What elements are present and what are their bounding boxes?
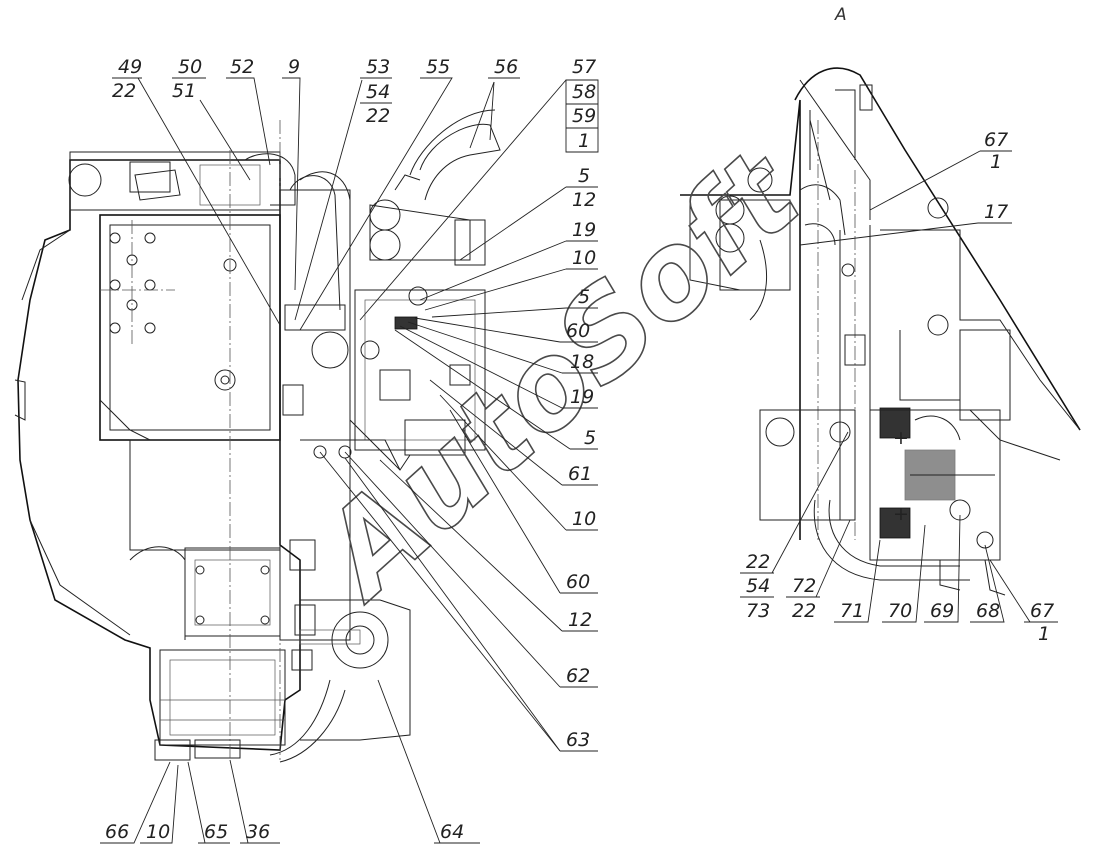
svg-text:71: 71 — [840, 600, 864, 622]
svg-text:62: 62 — [566, 665, 590, 687]
callout-36: 36 — [229, 759, 280, 844]
svg-text:51: 51 — [172, 80, 196, 102]
housing-outline — [17, 159, 301, 751]
svg-text:10: 10 — [572, 247, 596, 269]
svg-text:59: 59 — [572, 105, 596, 127]
svg-text:22: 22 — [112, 80, 136, 102]
svg-text:52: 52 — [230, 56, 254, 78]
callout-55: 55 — [299, 56, 453, 331]
callout-52: 52 — [226, 56, 271, 166]
callout-63: 63 — [319, 451, 598, 752]
bolt-pattern — [109, 232, 237, 391]
svg-text:54: 54 — [746, 575, 770, 597]
svg-text:10: 10 — [572, 508, 596, 530]
svg-text:56: 56 — [494, 56, 518, 78]
callout-64: 64 — [377, 679, 480, 844]
callout-49-22: 49 22 — [112, 56, 281, 326]
svg-text:1: 1 — [578, 130, 590, 152]
svg-text:49: 49 — [118, 56, 142, 78]
svg-text:22: 22 — [366, 105, 390, 127]
svg-text:67: 67 — [984, 129, 1008, 151]
svg-text:19: 19 — [572, 219, 596, 241]
svg-text:64: 64 — [440, 821, 464, 843]
svg-text:66: 66 — [105, 821, 129, 843]
svg-text:58: 58 — [572, 81, 596, 103]
callout-10-b: 10 — [439, 394, 598, 531]
callout-67-1-top: 67 1 — [869, 129, 1012, 211]
svg-text:72: 72 — [792, 575, 816, 597]
svg-text:55: 55 — [426, 56, 450, 78]
callout-19-b: 19 — [399, 325, 598, 409]
callout-19-a: 19 — [419, 219, 598, 301]
svg-text:19: 19 — [570, 386, 594, 408]
svg-text:53: 53 — [366, 56, 390, 78]
svg-text:60: 60 — [566, 571, 590, 593]
svg-text:1: 1 — [1038, 623, 1050, 645]
callout-66: 66 — [100, 761, 171, 844]
callout-50-51: 50 51 — [172, 56, 251, 181]
svg-text:69: 69 — [930, 600, 954, 622]
callout-57-58-59-1: 57 58 59 1 — [359, 56, 599, 321]
svg-text:50: 50 — [178, 56, 202, 78]
callout-22-54-73: 22 54 73 — [740, 431, 849, 622]
callout-5-b: 5 — [431, 286, 598, 318]
callout-60-b: 60 — [449, 409, 598, 594]
callout-56: 56 — [469, 56, 520, 149]
callout-9: 9 — [282, 56, 301, 291]
svg-text:61: 61 — [568, 463, 592, 485]
plus-mark: + — [893, 503, 909, 525]
callout-65: 65 — [187, 761, 230, 844]
svg-text:12: 12 — [568, 609, 592, 631]
svg-text:60: 60 — [566, 320, 590, 342]
callout-71: 71 — [834, 539, 881, 623]
callout-10-a: 10 — [424, 247, 598, 311]
callout-61: 61 — [429, 379, 598, 486]
svg-text:1: 1 — [990, 151, 1002, 173]
callout-5-12: 5 12 — [459, 165, 598, 261]
svg-text:17: 17 — [984, 201, 1008, 223]
svg-text:73: 73 — [746, 600, 770, 622]
callout-62: 62 — [344, 451, 598, 688]
callout-69: 69 — [924, 514, 961, 623]
callout-70: 70 — [882, 524, 926, 623]
callout-18: 18 — [407, 321, 598, 374]
svg-text:18: 18 — [570, 351, 594, 373]
left-assembly-view — [14, 109, 501, 763]
view-label-a: A — [834, 5, 847, 25]
svg-text:57: 57 — [572, 56, 596, 78]
svg-text:54: 54 — [366, 81, 390, 103]
callout-10-c: 10 — [140, 764, 179, 844]
svg-text:67: 67 — [1030, 600, 1054, 622]
callout-12: 12 — [379, 459, 598, 632]
callout-72-22: 72 22 — [786, 519, 851, 622]
callout-17: 17 — [799, 201, 1012, 246]
svg-text:10: 10 — [146, 821, 170, 843]
callout-68: 68 — [970, 544, 1005, 623]
svg-text:9: 9 — [288, 56, 300, 78]
svg-text:22: 22 — [792, 600, 816, 622]
callout-60-a: 60 — [414, 317, 598, 343]
callout-67-1-bottom: 67 1 — [989, 559, 1058, 645]
svg-text:22: 22 — [746, 551, 770, 573]
svg-text:70: 70 — [888, 600, 912, 622]
svg-text:12: 12 — [572, 189, 596, 211]
svg-text:5: 5 — [578, 165, 590, 187]
svg-text:65: 65 — [204, 821, 228, 843]
svg-text:36: 36 — [246, 821, 270, 843]
svg-text:5: 5 — [584, 427, 596, 449]
svg-text:63: 63 — [566, 729, 590, 751]
callout-53-54-22: 53 54 22 — [294, 56, 392, 321]
svg-text:68: 68 — [976, 600, 1000, 622]
callout-5-c: 5 — [394, 329, 598, 450]
plus-mark: + — [893, 427, 909, 449]
svg-text:5: 5 — [578, 286, 590, 308]
